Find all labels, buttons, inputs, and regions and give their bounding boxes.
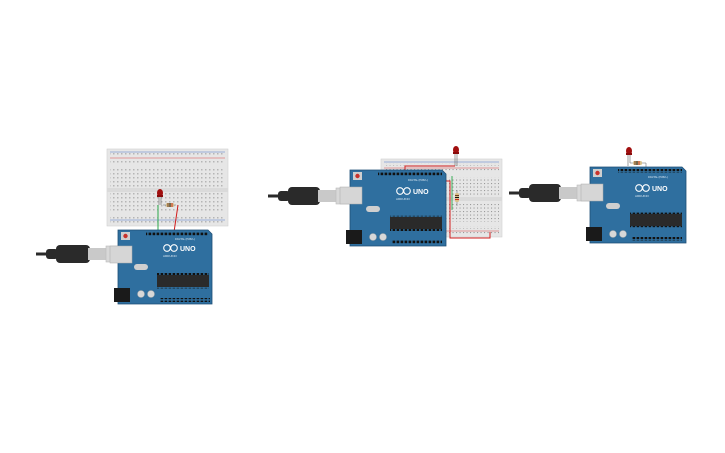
- arduino-uno-board[interactable]: UNO ARDUINO DIGITAL (PWM~): [109, 229, 213, 305]
- arduino-logo-icon: [635, 184, 650, 192]
- board-header-label: DIGITAL (PWM~): [648, 175, 668, 179]
- led-red[interactable]: [626, 147, 632, 166]
- resistor[interactable]: [163, 203, 176, 207]
- board-logo-label: ARDUINO: [163, 254, 178, 258]
- resistor[interactable]: [455, 190, 459, 206]
- power-jack: [114, 288, 130, 302]
- microcontroller-chip: [390, 217, 442, 229]
- microcontroller-chip: [157, 275, 209, 287]
- arduino-uno-board[interactable]: UNO ARDUINO DIGITAL (PWM~): [339, 169, 447, 247]
- reset-button[interactable]: [595, 170, 600, 176]
- arduino-logo-icon: [396, 187, 411, 195]
- circuit-2[interactable]: UNO ARDUINO DIGITAL (PWM~): [268, 146, 503, 247]
- board-header-label: DIGITAL (PWM~): [175, 237, 195, 241]
- power-jack: [346, 230, 362, 244]
- led-red[interactable]: [157, 189, 163, 205]
- wire-red[interactable]: [445, 180, 491, 239]
- reset-button[interactable]: [123, 233, 128, 239]
- power-jack: [586, 227, 602, 241]
- resistor[interactable]: [630, 161, 647, 170]
- board-header-label: DIGITAL (PWM~): [408, 178, 428, 182]
- board-brand-label: UNO: [652, 186, 668, 193]
- board-logo-label: ARDUINO: [396, 197, 411, 201]
- microcontroller-chip: [630, 214, 682, 226]
- circuit-3[interactable]: UNO ARDUINO DIGITAL (PWM~): [509, 147, 687, 244]
- board-brand-label: UNO: [413, 189, 429, 196]
- wire-red[interactable]: [404, 165, 455, 170]
- board-brand-label: UNO: [180, 246, 196, 253]
- arduino-uno-board[interactable]: UNO ARDUINO DIGITAL (PWM~): [580, 166, 687, 244]
- circuit-1[interactable]: UNO ARDUINO DIGITAL (PWM~): [36, 148, 229, 305]
- board-logo-label: ARDUINO: [635, 194, 650, 198]
- arduino-logo-icon: [163, 244, 178, 252]
- breadboard[interactable]: [106, 148, 229, 227]
- reset-button[interactable]: [355, 173, 360, 179]
- led-red[interactable]: [453, 146, 459, 166]
- wire-red[interactable]: [173, 204, 179, 233]
